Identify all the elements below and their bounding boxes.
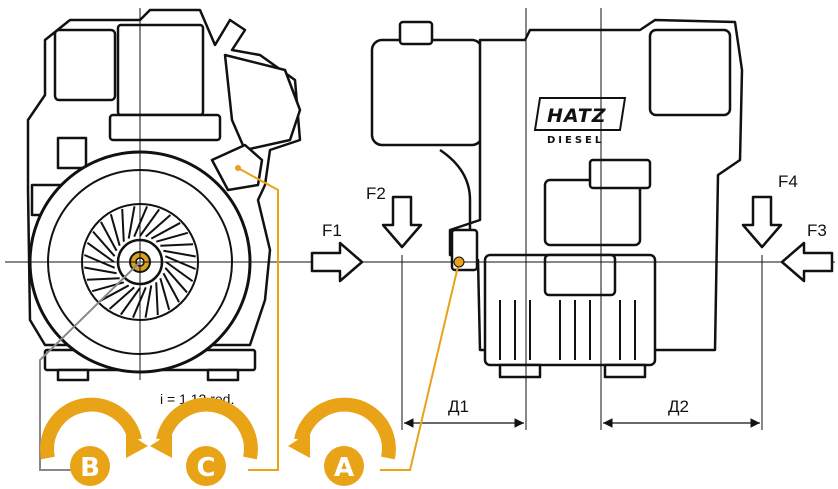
fan-blade [164,255,196,270]
rotation-badge-b: B [40,397,148,486]
hatz-logo: HATZ DIESEL [533,97,627,146]
logo-brand: HATZ [547,105,607,127]
leader-c [237,167,279,471]
d1-label: Д1 [448,397,469,416]
f1-label: F1 [322,221,342,240]
leader-a [380,261,460,471]
f3-arrow [780,241,834,283]
leader-a-dot [453,256,465,268]
fan-blade [86,241,115,263]
fan-blade [144,285,153,318]
f4-label: F4 [778,172,798,191]
fan-blades [84,206,196,318]
fan-blade [159,277,171,311]
fan-blade [84,254,116,269]
badge-c-label: C [196,453,215,483]
badge-a-label: A [334,453,354,483]
d2-label: Д2 [668,397,689,416]
fan-blade [145,214,172,238]
fan-blade [84,266,117,275]
leader-c-dot [235,165,241,171]
fan-blade [119,287,141,316]
fan-blade [109,213,121,247]
fan-blade [163,249,196,258]
fan-blade [155,231,189,243]
leader-b [39,261,141,471]
fan-blade [150,222,181,240]
fan-blade [132,286,147,318]
fan-blade [99,284,130,302]
fan-blade [121,208,125,242]
center-lines [5,8,835,430]
fan-blade [133,206,148,238]
side-view-engine [370,18,744,379]
rotation-badge-c: C [150,397,258,486]
f2-arrow [381,195,423,249]
logo-sub: DIESEL [547,135,604,146]
fan-blade [108,286,135,310]
fan-blade [86,277,120,281]
f4-arrow [741,195,783,249]
fan-blade [139,208,161,237]
cooling-fins [499,300,636,360]
fan-blade [162,272,180,303]
fan-blade [164,267,188,294]
rotation-badge-a: A [288,397,396,486]
f3-label: F3 [807,221,827,240]
fan-blade [160,243,194,247]
f2-label: F2 [366,184,386,203]
fan-blade [100,221,118,252]
fan-blade [127,206,136,239]
badge-b-label: B [80,453,100,483]
fan-blade [155,282,159,316]
f1-arrow [310,241,364,283]
fan-blade [92,230,116,257]
fan-blade [165,261,194,283]
